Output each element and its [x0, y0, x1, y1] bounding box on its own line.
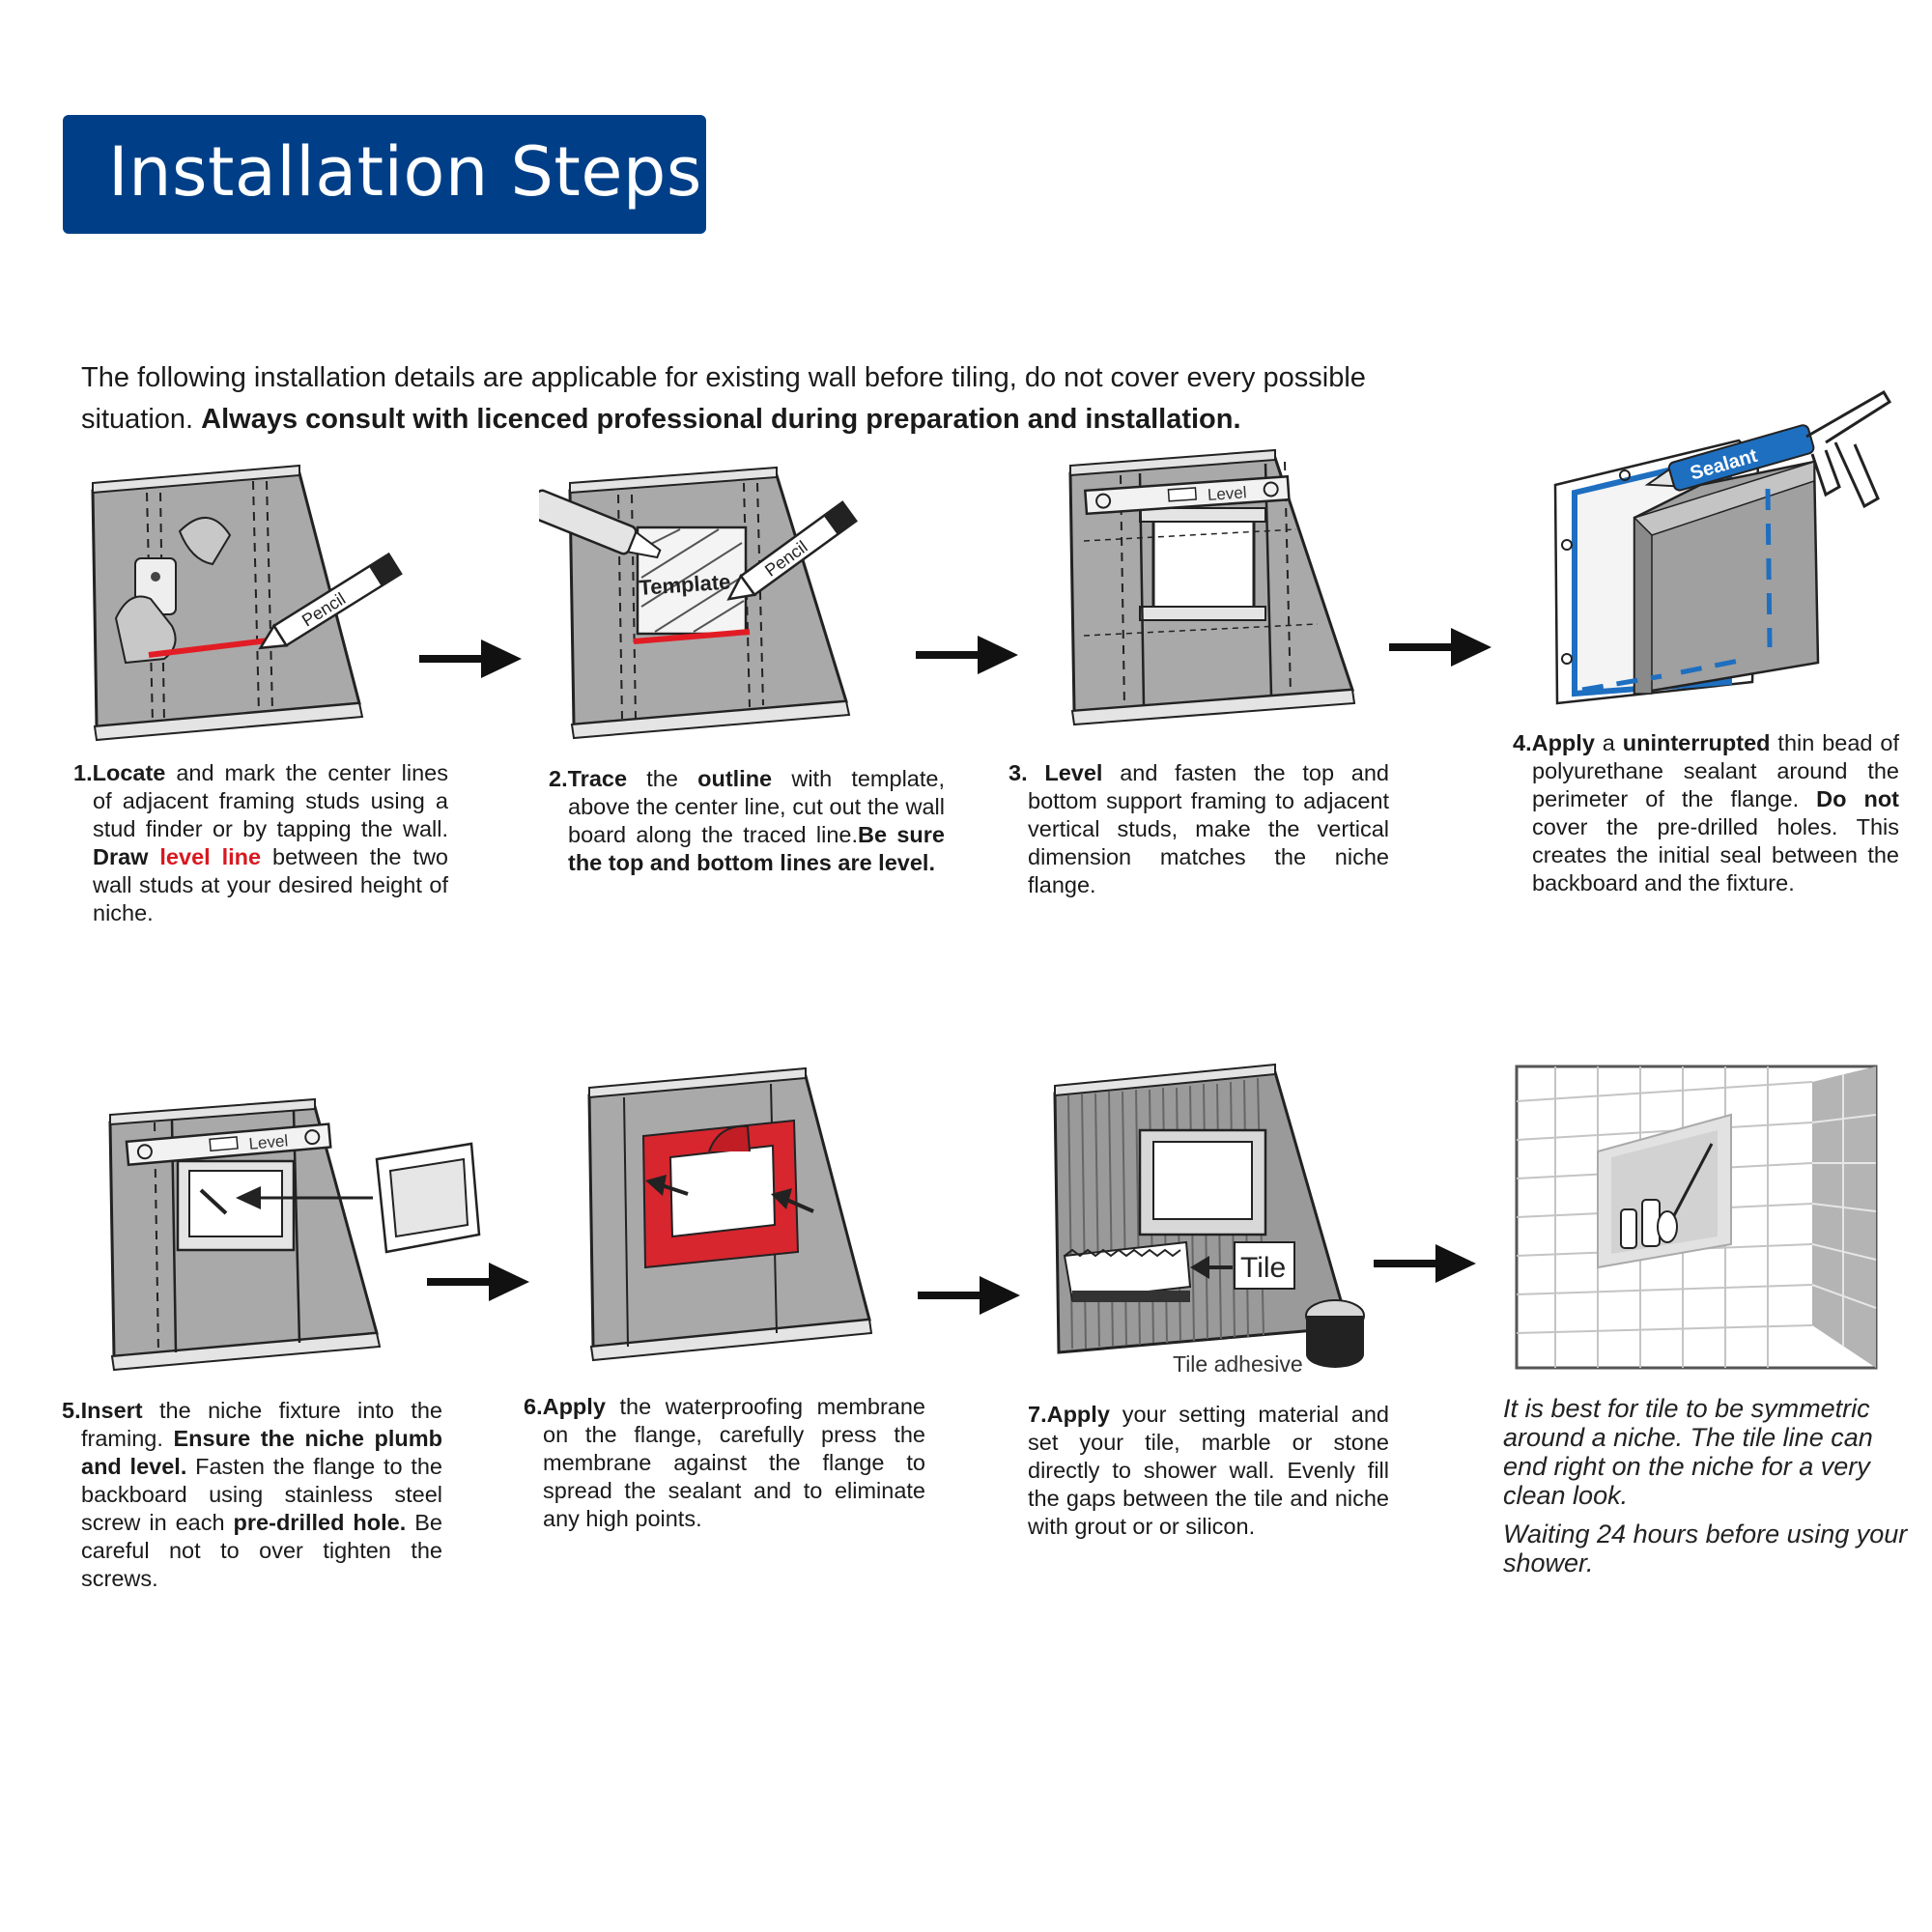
tile-label: Tile: [1240, 1252, 1286, 1284]
step4-illustration: Sealant: [1553, 389, 1892, 705]
step1-illustration: Pencil: [91, 464, 403, 742]
step-number: 4.: [1513, 730, 1532, 755]
step-text-segment: Apply: [1046, 1402, 1110, 1427]
step-text-segment: the niche fixture into the framing.: [81, 1398, 442, 1451]
step-text-segment: Be careful not to over tighten the screw…: [81, 1510, 443, 1591]
step-text-segment: thin bead of polyurethane sealant around…: [1532, 730, 1899, 811]
step-text-segment: Draw: [93, 844, 160, 869]
step-text-segment: and fasten the top and bottom support fr…: [1028, 760, 1389, 897]
intro-bold: Always consult with licenced professiona…: [201, 404, 1241, 435]
arrow-right-icon: [918, 1276, 1020, 1315]
step5-illustration: Level: [108, 1097, 481, 1372]
step2-illustration: Template Pencil: [539, 466, 858, 740]
step-text-segment: pre-drilled hole.: [233, 1510, 407, 1535]
arrow-right-icon: [427, 1263, 529, 1301]
arrow-right-icon: [1374, 1244, 1476, 1283]
step-6-text: 6.Apply the waterproofing membrane on th…: [524, 1393, 925, 1533]
step-7-text: 7.Apply your setting material and set yo…: [1028, 1401, 1389, 1541]
step-number: 7.: [1028, 1402, 1047, 1427]
title-banner: Installation Steps: [63, 115, 706, 234]
step6-illustration: [587, 1066, 873, 1362]
page-title: Installation Steps: [108, 132, 702, 212]
step-3-text: 3. Level and fasten the top and bottom s…: [1009, 759, 1389, 899]
final-note-2: Waiting 24 hours before using your showe…: [1503, 1520, 1908, 1577]
step-5-text: 5.Insert the niche fixture into the fram…: [62, 1397, 442, 1593]
step-text-segment: outline: [697, 766, 773, 791]
step-text-segment: between the two wall studs at your desir…: [93, 844, 448, 925]
step-4-text: 4.Apply a uninterrupted thin bead of pol…: [1513, 729, 1899, 897]
step-text-segment: your setting material and set your tile,…: [1028, 1402, 1389, 1539]
step-text-segment: Trace: [567, 766, 628, 791]
step3-illustration: Level: [1068, 448, 1356, 726]
step-text-segment: and mark the center lines of adjacent fr…: [93, 760, 448, 841]
level-label-2: Level: [248, 1131, 289, 1152]
arrow-right-icon: [1389, 628, 1492, 667]
level-label: Level: [1207, 483, 1247, 504]
step-text-segment: a: [1594, 730, 1623, 755]
step-text-segment: uninterrupted: [1622, 730, 1771, 755]
step-number: 5.: [62, 1398, 81, 1423]
step-text-segment: Do not: [1816, 786, 1899, 811]
step-number: 1.: [73, 760, 93, 785]
intro-normal: The following installation details are a…: [81, 362, 1366, 435]
step-number: 6.: [524, 1394, 543, 1419]
finished-niche-illustration: [1515, 1065, 1878, 1370]
step7-illustration: Tile Tile adhesive: [1053, 1063, 1365, 1377]
arrow-right-icon: [419, 639, 522, 678]
step-text-segment: Insert: [80, 1398, 143, 1423]
step-number: 2.: [549, 766, 568, 791]
step-text-segment: level line: [159, 844, 262, 869]
arrow-right-icon: [916, 636, 1018, 674]
step-2-text: 2.Trace the outline with template, above…: [549, 765, 945, 877]
step-text-segment: Apply: [1531, 730, 1595, 755]
step-text-segment: cover the pre-drilled holes. This create…: [1532, 814, 1899, 895]
step-1-text: 1.Locate and mark the center lines of ad…: [73, 759, 448, 927]
step-text-segment: Ensure the niche plumb and level.: [81, 1426, 443, 1479]
final-notes: It is best for tile to be symmetric arou…: [1503, 1394, 1909, 1587]
step-text-segment: the waterproofing membrane on the flange…: [543, 1394, 925, 1531]
final-note-1: It is best for tile to be symmetric arou…: [1503, 1394, 1873, 1510]
step-number: 3.: [1009, 760, 1045, 785]
step-text-segment: Be sure the top and bottom lines are lev…: [568, 822, 946, 875]
step-text-segment: Apply: [542, 1394, 606, 1419]
step-text-segment: with template, above the center line, cu…: [568, 766, 945, 847]
tile-adhesive-label: Tile adhesive: [1173, 1351, 1303, 1377]
intro-text: The following installation details are a…: [81, 357, 1414, 440]
step-text-segment: Locate: [92, 760, 166, 785]
step-text-segment: the: [627, 766, 698, 791]
step-text-segment: Fasten the flange to the backboard using…: [81, 1454, 442, 1535]
step-text-segment: Level: [1044, 760, 1103, 785]
